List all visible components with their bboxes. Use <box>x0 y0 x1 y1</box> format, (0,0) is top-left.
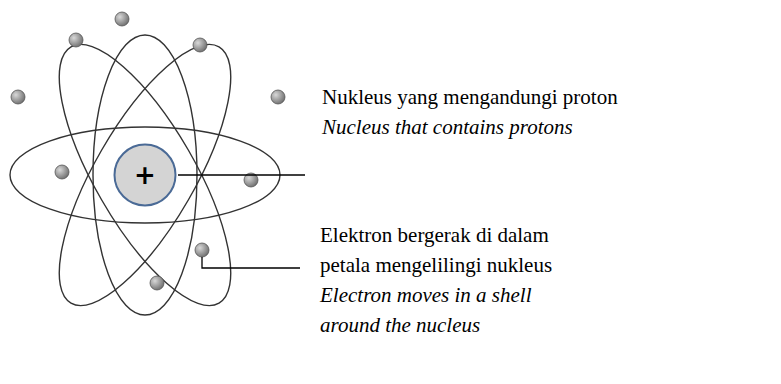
malay-label: Elektron bergerak di dalam petala mengel… <box>320 220 588 280</box>
malay-label: Nukleus yang mengandungi proton <box>322 82 762 112</box>
nucleus-circle: + <box>113 143 177 207</box>
english-label: Electron moves in a shell around the nuc… <box>320 280 588 340</box>
charge-sign: + <box>113 143 177 207</box>
english-label: Nucleus that contains protons <box>322 112 762 142</box>
electron <box>11 12 285 290</box>
leader-line <box>178 175 305 268</box>
